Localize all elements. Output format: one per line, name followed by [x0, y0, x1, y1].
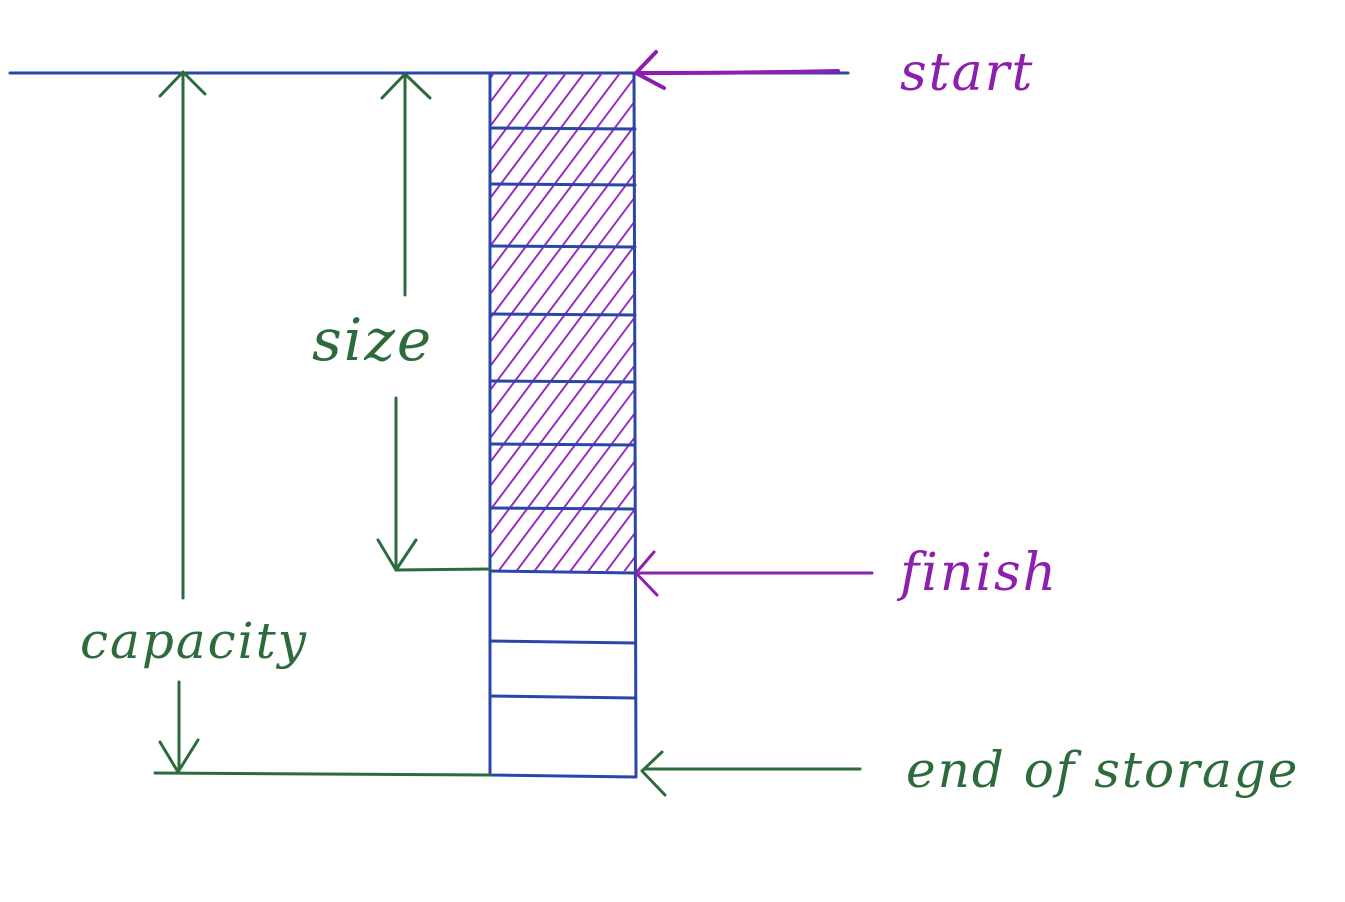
- hatch-line: [769, 73, 1143, 571]
- slot-divider: [488, 312, 637, 317]
- hatch-line: [805, 73, 1179, 571]
- hatch-line: [490, 123, 635, 320]
- finish-pointer-arrow: [634, 550, 874, 597]
- hatch-line: [497, 387, 635, 571]
- hatch-line: [490, 267, 635, 464]
- hatch-line: [490, 73, 585, 200]
- hatch-line: [490, 171, 635, 368]
- slot-divider: [488, 244, 637, 249]
- hatch-line: [490, 243, 635, 440]
- start-pointer-arrow: [634, 50, 840, 90]
- hatch-line: [490, 363, 635, 560]
- hatch-line: [623, 555, 635, 571]
- size-label: size: [312, 306, 433, 374]
- end-of-storage-pointer-arrow: [640, 750, 862, 797]
- hatch-line: [490, 339, 635, 536]
- hatch-line: [533, 435, 635, 571]
- hatch-line: [490, 75, 635, 272]
- slot-divider: [488, 442, 637, 447]
- hatch-line: [715, 73, 1089, 571]
- slot-divider: [488, 506, 637, 511]
- hatch-line: [661, 73, 1035, 571]
- hatch-line: [787, 73, 1161, 571]
- capacity-label: capacity: [80, 612, 308, 670]
- hatch-line: [490, 73, 603, 224]
- hatch-line: [490, 73, 621, 248]
- slot-divider: [488, 694, 637, 700]
- hatch-line: [733, 73, 1107, 571]
- slot-divider: [488, 126, 637, 131]
- slot-dividers: [488, 126, 637, 700]
- hatch-line: [490, 291, 635, 488]
- hatch-line: [515, 411, 635, 571]
- size-measurement: [376, 72, 492, 572]
- hatch-line: [587, 507, 635, 571]
- end-of-storage-label: end of storage: [906, 741, 1299, 799]
- hatch-line: [605, 531, 635, 571]
- hatch-line: [490, 315, 635, 512]
- hatch-line: [679, 73, 1053, 571]
- hatch-line: [643, 73, 1017, 571]
- hatch-line: [490, 73, 567, 176]
- hatch-line: [551, 459, 635, 571]
- hatch-line: [569, 483, 635, 571]
- hatch-line: [490, 195, 635, 392]
- hatch-line: [751, 73, 1125, 571]
- hatch-line: [490, 147, 635, 344]
- hatch-line: [490, 73, 495, 81]
- hatch-line: [823, 73, 1197, 571]
- hatch-line: [697, 73, 1071, 571]
- storage-block-outline: [488, 71, 638, 779]
- finish-label: finish: [896, 543, 1058, 603]
- hatch-line: [490, 219, 635, 416]
- capacity-measurement: [153, 70, 492, 777]
- slot-divider: [488, 639, 637, 645]
- slot-divider: [488, 182, 637, 187]
- hatch-line: [490, 99, 635, 296]
- slot-divider: [488, 379, 637, 384]
- used-slots-hatching: [490, 73, 1197, 571]
- start-label: start: [900, 43, 1034, 103]
- slot-divider: [488, 569, 637, 575]
